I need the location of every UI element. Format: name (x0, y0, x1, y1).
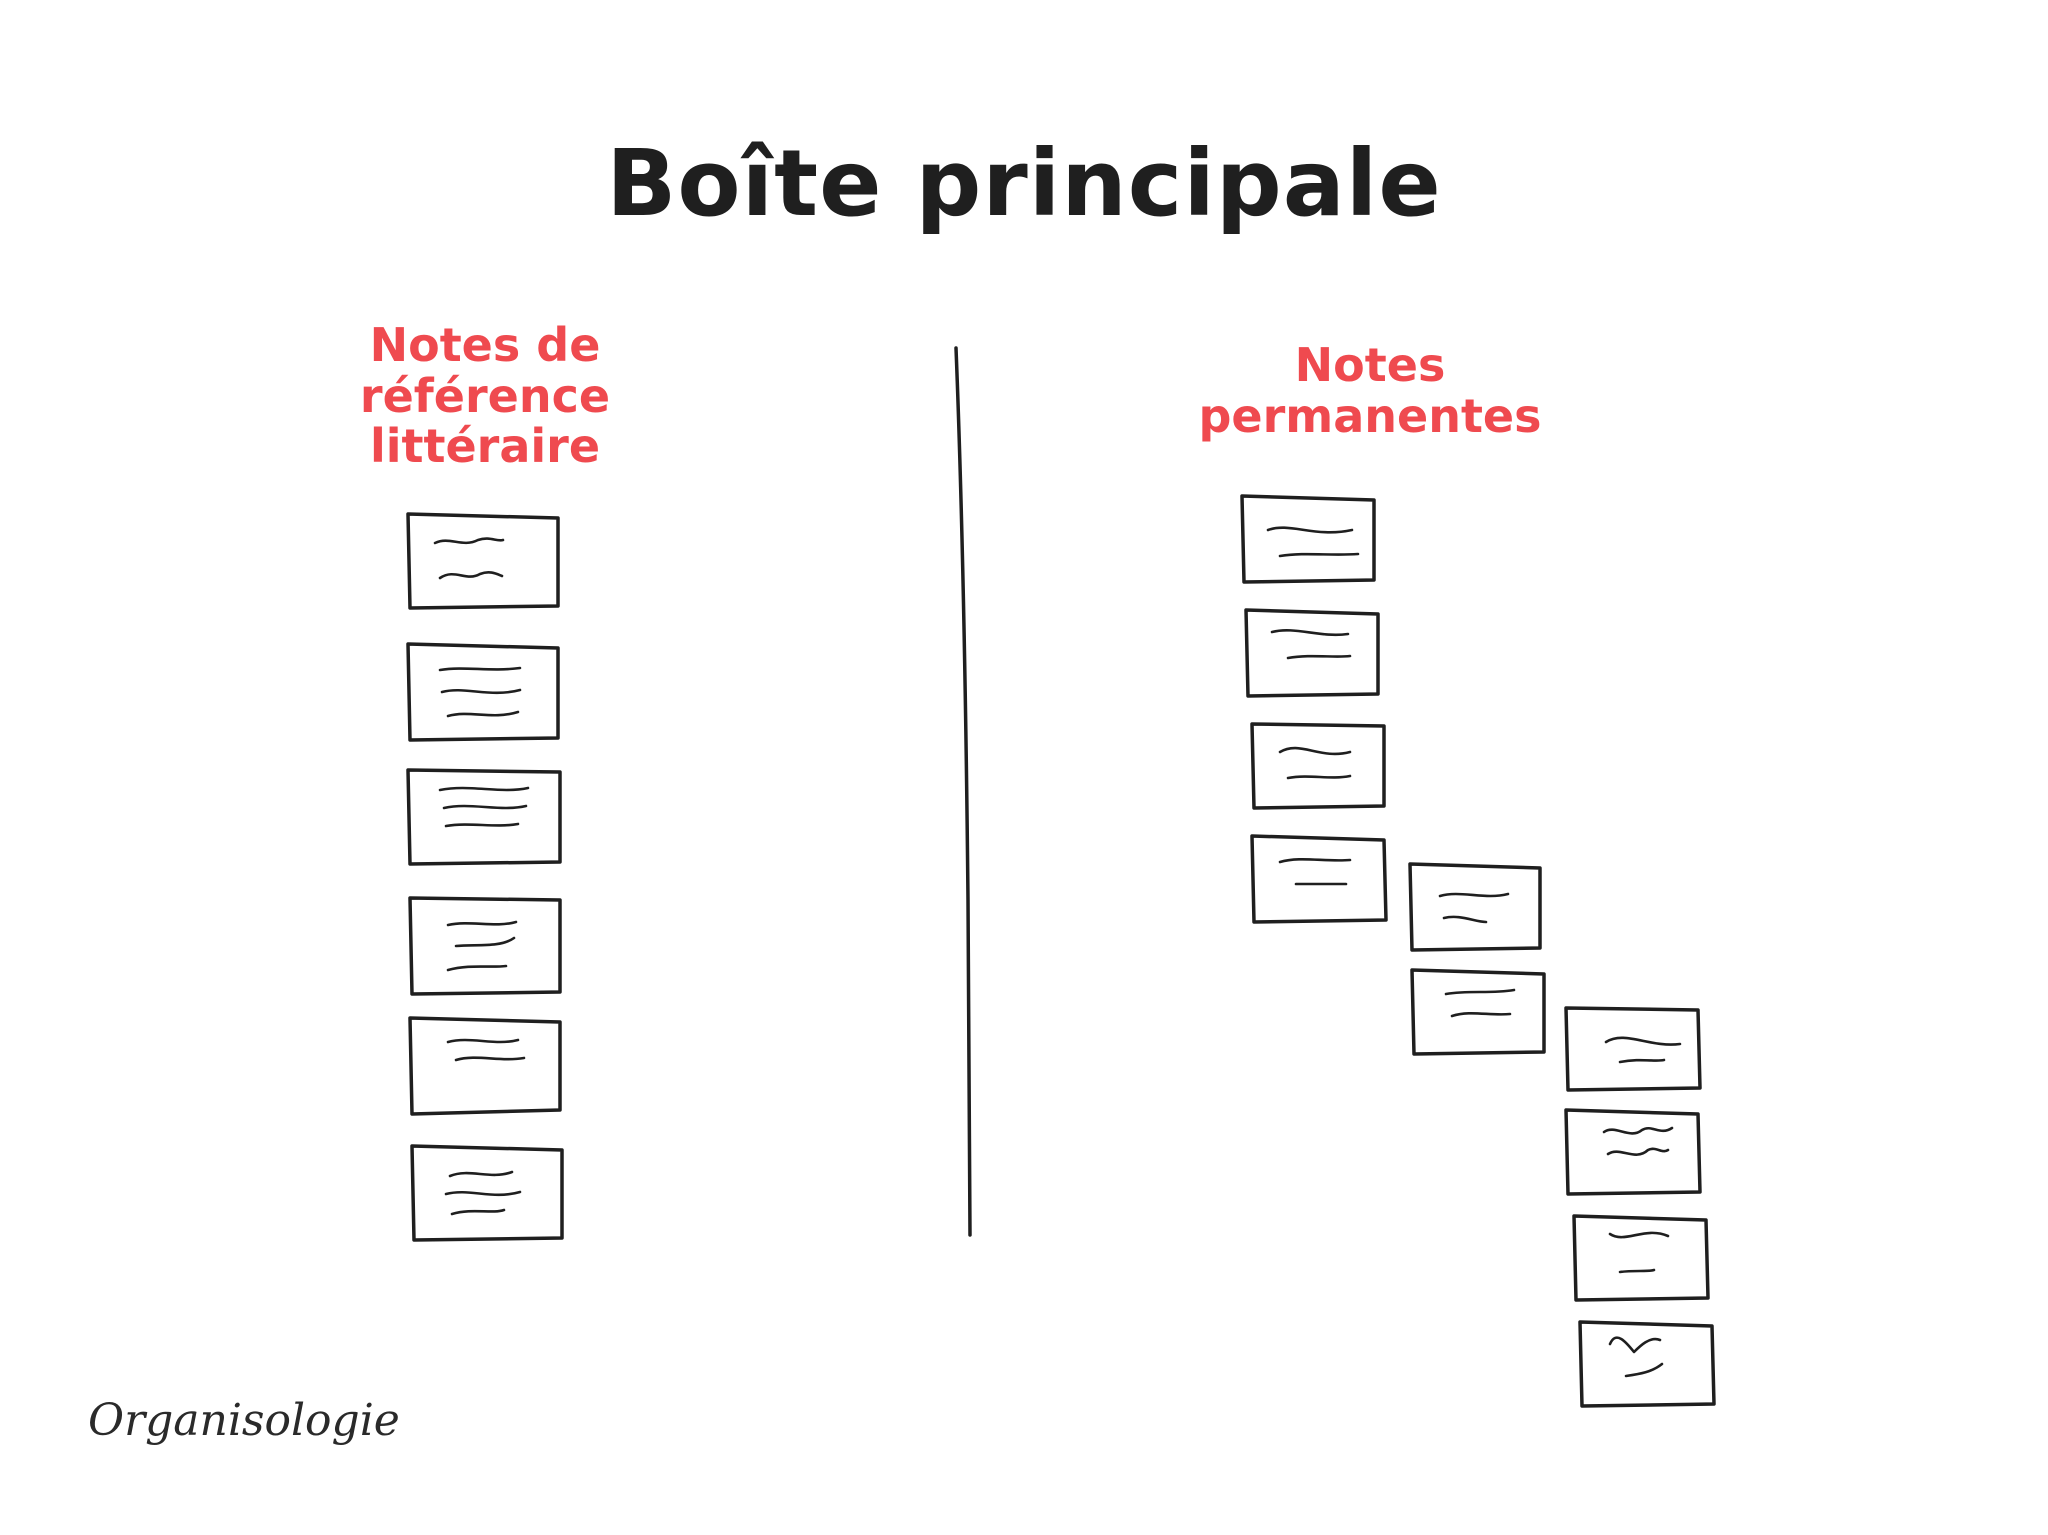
note-card (408, 896, 562, 996)
note-card (1410, 968, 1546, 1056)
note-card (406, 512, 560, 610)
note-card (410, 1144, 564, 1242)
literature-notes-column (406, 512, 564, 1242)
signature: Organisologie (88, 1395, 400, 1446)
note-card (1564, 1108, 1702, 1196)
column-divider (954, 346, 972, 1237)
note-card (1244, 608, 1380, 698)
note-card (1578, 1320, 1716, 1408)
page-title: Boîte principale (606, 130, 1442, 237)
literature-notes-heading: Notes de référence littéraire (359, 318, 611, 474)
note-card (1408, 862, 1542, 952)
note-card (1250, 722, 1386, 810)
note-card (1250, 834, 1388, 924)
note-card (1240, 494, 1376, 584)
note-card (406, 642, 560, 742)
note-card (1572, 1214, 1710, 1302)
note-card (408, 1016, 562, 1116)
note-card (1564, 1006, 1702, 1092)
permanent-notes-column (1240, 494, 1716, 1408)
permanent-notes-heading: Notes permanentes (1198, 338, 1542, 443)
note-card (406, 768, 562, 866)
